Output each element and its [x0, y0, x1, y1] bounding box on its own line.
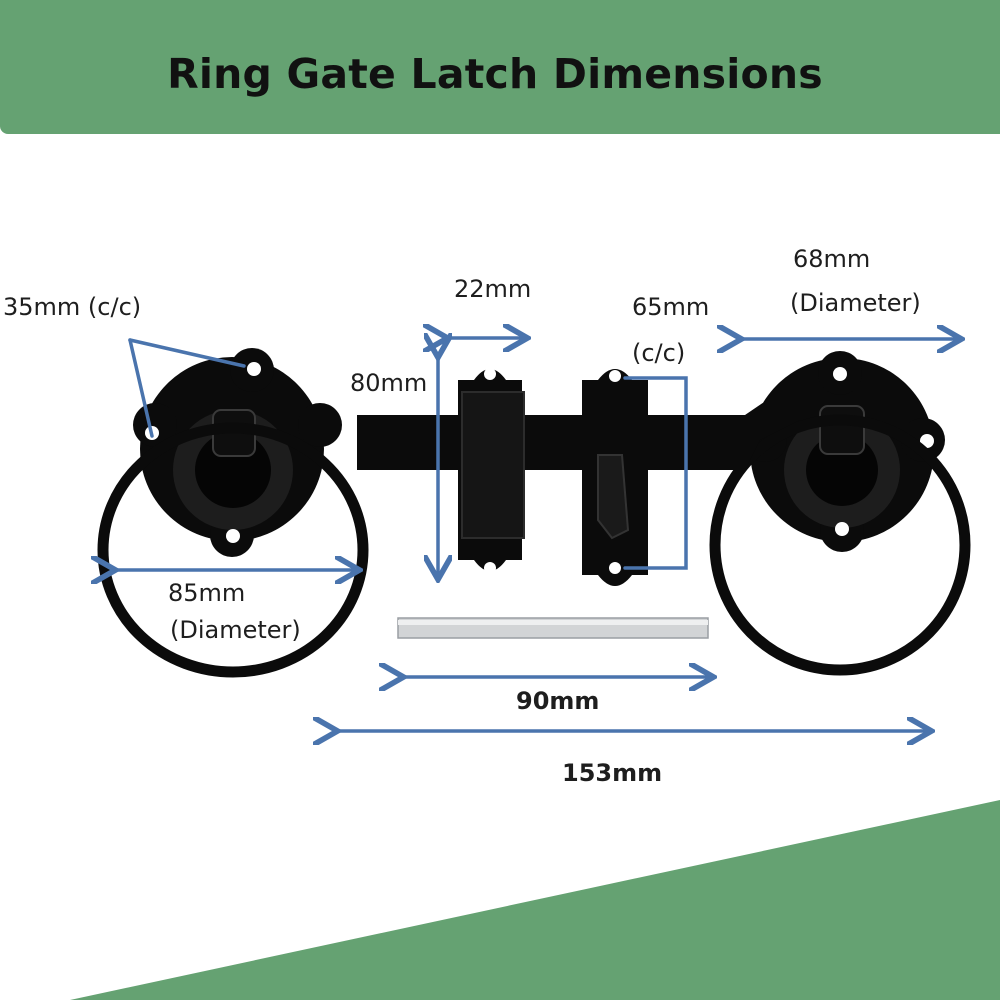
bar-length-label: 153mm [562, 759, 663, 787]
catch-plate [582, 369, 648, 586]
header-banner: Ring Gate Latch Dimensions [0, 0, 1000, 134]
left-screw-hole [226, 529, 240, 543]
left-screw-hole [247, 362, 261, 376]
right-screw-hole [833, 367, 847, 381]
catch-spacing-note: (c/c) [632, 339, 686, 367]
right-ring-handle [709, 351, 971, 676]
keep-plate [458, 368, 525, 574]
catch-hook [597, 454, 630, 540]
latch-bar [357, 398, 800, 470]
spindle-length-label: 90mm [516, 687, 600, 715]
hole-spacing-leader [128, 338, 154, 438]
catch-spacing-value: 65mm [632, 293, 710, 321]
left-ring-handle [97, 348, 369, 678]
page-title: Ring Gate Latch Dimensions [167, 50, 823, 98]
right-ring [709, 414, 971, 676]
keep-height-label: 80mm [350, 369, 428, 397]
catch-spacing-bracket [623, 376, 688, 570]
left-diameter-note: (Diameter) [170, 616, 301, 644]
keep-width-label: 22mm [454, 275, 532, 303]
right-ring-hinge [819, 405, 865, 455]
right-screw-hole [835, 522, 849, 536]
right-screw-hole [920, 434, 934, 448]
right-diameter-note: (Diameter) [790, 289, 921, 317]
hole-spacing-leader [128, 338, 246, 368]
hole-spacing-label: 35mm (c/c) [3, 293, 142, 321]
left-ring [97, 422, 369, 678]
left-diameter-value: 85mm [168, 579, 246, 607]
right-diameter-value: 68mm [793, 245, 871, 273]
